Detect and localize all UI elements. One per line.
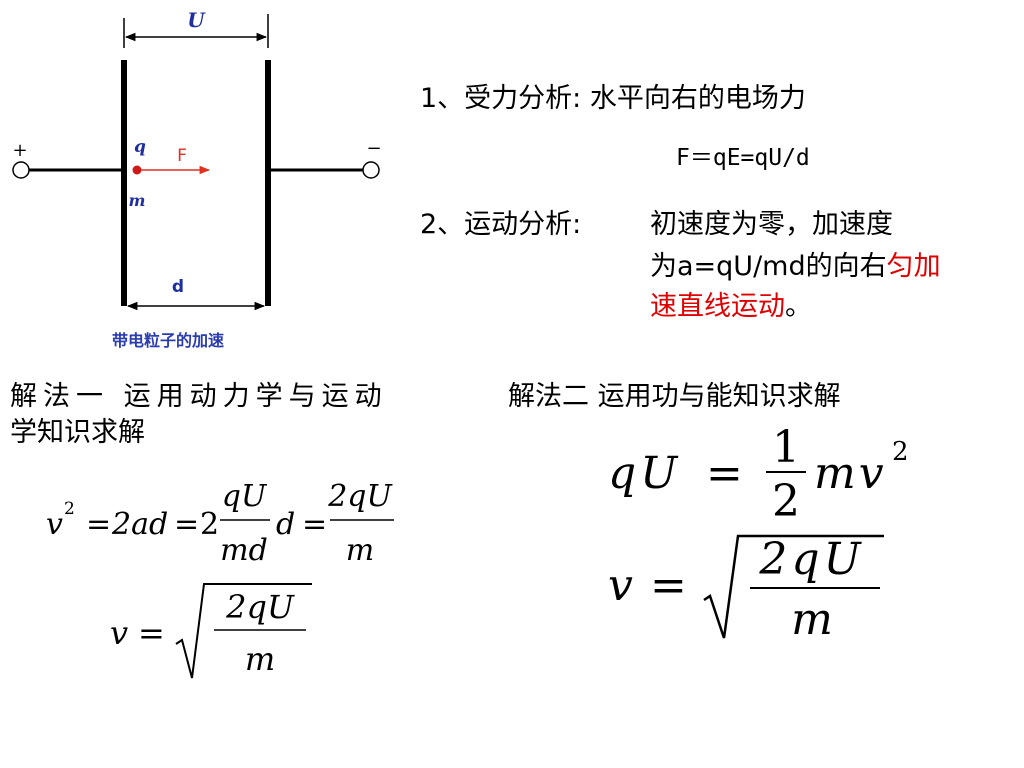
eq1-frac1-num: qU	[222, 479, 268, 514]
motion-analysis-line1: 初速度为零，加速度	[650, 209, 893, 240]
force-label: F	[177, 146, 187, 166]
m2eq2-eq: =	[650, 560, 687, 611]
capacitor-diagram: U + − q m F d 带电粒子的加速	[12, 8, 382, 350]
m2eq2-v: v	[608, 560, 633, 611]
uniform-accel-highlight-2: 速直线运动	[650, 291, 785, 322]
acceleration-text: 为a=qU/md的向右	[650, 251, 887, 282]
right-terminal	[362, 161, 380, 179]
m2eq1-num: 1	[772, 422, 800, 473]
eq1-eq1: =	[86, 507, 111, 542]
m2eq1-qU: qU	[608, 448, 681, 499]
motion-analysis-line3: 速直线运动。	[650, 288, 812, 326]
motion-analysis-label: 2、运动分析:	[420, 209, 582, 240]
force-analysis: 1、受力分析: 水平向右的电场力	[420, 83, 806, 114]
method1-title-cont: 学知识求解	[10, 417, 145, 448]
force-formula: F＝qE=qU/d	[676, 145, 810, 171]
m2eq2-den: m	[791, 594, 833, 645]
method2-title: 解法二 运用功与能知识求解	[508, 381, 841, 412]
voltage-label: U	[187, 8, 206, 32]
motion-analysis-line2: 为a=qU/md的向右匀加	[650, 248, 941, 286]
eq1-frac1-den: md	[220, 533, 268, 568]
m2eq1-exp: 2	[892, 437, 909, 467]
method1-title: 解法一 运用动力学与运动	[10, 381, 388, 412]
eq1-d: d	[276, 507, 295, 542]
eq1-v: v	[46, 507, 63, 542]
charged-particle	[132, 165, 142, 175]
eq1-eq2: =	[174, 507, 199, 542]
method2-eq1: qU = 1 2 mv 2	[608, 422, 909, 527]
left-terminal	[12, 161, 30, 179]
m2eq1-mv: mv	[814, 448, 887, 499]
uniform-accel-highlight-1: 匀加	[886, 251, 941, 282]
negative-sign: −	[366, 138, 381, 159]
method1-eq2: v = 2qU m	[110, 583, 312, 679]
method1-eq1: v 2 = 2ad = 2 qU md d = 2qU m	[46, 479, 394, 568]
charge-label: q	[134, 137, 146, 157]
mass-label: m	[129, 191, 146, 210]
eq1-2ad: 2ad	[111, 507, 168, 542]
sentence-end: 。	[785, 291, 812, 322]
eq1-frac2-den: m	[346, 533, 374, 568]
eq2-den: m	[245, 640, 275, 678]
distance-label: d	[172, 277, 184, 297]
eq1-coef: 2	[200, 507, 219, 542]
eq2-eq: =	[138, 614, 165, 652]
m2eq1-den: 2	[772, 476, 800, 527]
positive-sign: +	[12, 140, 27, 161]
eq2-v: v	[110, 614, 128, 652]
eq2-num: 2qU	[225, 588, 295, 626]
diagram-caption: 带电粒子的加速	[112, 331, 224, 350]
eq1-frac2-num: 2qU	[327, 479, 393, 514]
m2eq2-num: 2qU	[758, 534, 864, 585]
eq1-v-exp: 2	[64, 499, 75, 519]
eq1-eq3: =	[302, 507, 327, 542]
m2eq1-eq: =	[706, 448, 743, 499]
eq2-sqrt	[175, 583, 312, 679]
m2eq2-sqrt	[703, 534, 884, 639]
method2-eq2: v = 2qU m	[608, 534, 884, 645]
